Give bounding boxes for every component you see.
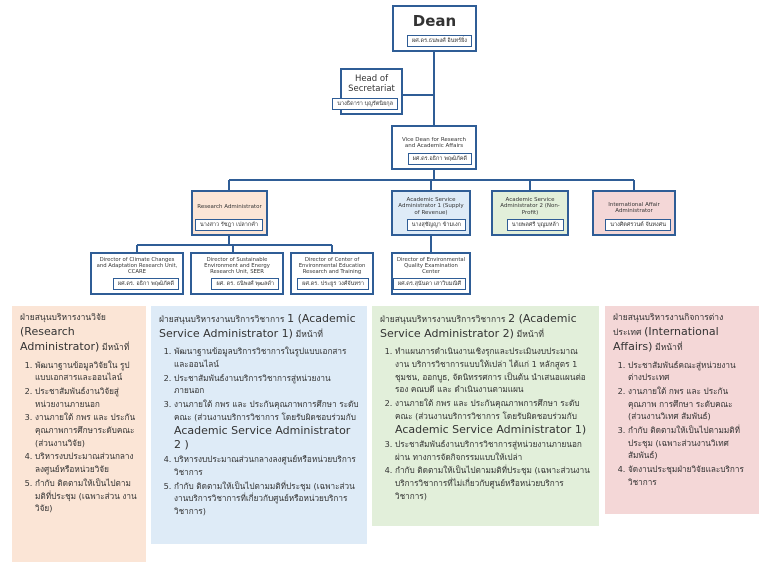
director-climate-name: ผศ.ดร. อธิกา พฤฒิภัคดี <box>112 278 179 290</box>
director-quality-title: Director of Environmental Quality Examin… <box>396 257 466 276</box>
list-item: กำกับ ติดตามให้เป็นไปตาม มติที่ประชุม (เ… <box>35 477 138 515</box>
intl-panel-heading-en: (International Affairs) <box>613 325 719 354</box>
research-panel-heading-suffix: มีหน้าที่ <box>101 343 130 354</box>
service-admin-1-title: Academic Service Administrator 1 (Supply… <box>398 197 464 216</box>
service1-panel-heading: ฝ่ายสนุนบริหารงานบริการวิชาการ 1 (Academ… <box>159 312 359 342</box>
vice-dean-name: ผศ.ดร.อธิกา พฤฒิภัคดี <box>407 153 472 165</box>
intl-panel: ฝ่ายสนุนบริหารงานกิจการต่างประเทศ (Inter… <box>605 306 759 514</box>
intl-panel-heading-suffix: มีหน้าที่ <box>655 343 683 354</box>
list-item: ทำแผนการดำเนินงานเชิงรุกและประเมินงบประม… <box>395 345 591 396</box>
vice-dean-box[interactable]: Vice Dean for Research and Academic Affa… <box>391 125 477 170</box>
service-admin-2-box[interactable]: Academic Service Administrator 2 (Non-Pr… <box>491 190 569 236</box>
list-item: ประชาสัมพันธ์คณะสู่หน่วยงาน ต่างประเทศ <box>628 359 751 384</box>
list-item: จัดงานประชุมฝ่ายวิจัยและบริการ วิชาการ <box>628 463 751 488</box>
secretariat-name: นางธิดารา บุญรัตนิยกุล <box>332 98 398 110</box>
director-seer-name: ผศ. ดร. ธนิพงศ์ พุฒลดำ <box>211 278 279 290</box>
list-item-en: Academic Service Administrator 2 ) <box>174 423 351 451</box>
list-item: พัฒนาฐานข้อมูลบริการวิชาการในรูปแบบเอกสา… <box>174 345 359 370</box>
service-admin-2-title: Academic Service Administrator 2 (Non-Pr… <box>500 197 560 216</box>
service1-panel-heading-suffix: มีหน้าที่ <box>295 330 324 341</box>
service-admin-1-box[interactable]: Academic Service Administrator 1 (Supply… <box>391 190 471 236</box>
list-item: ประชาสัมพันธ์งานบริการวิชาการสู่หน่วยงาน… <box>395 438 591 463</box>
vice-dean-title: Vice Dean for Research and Academic Affa… <box>401 137 467 150</box>
list-item-text: งานภายใต้ กพร และ ประกันคุณภาพการศึกษา ร… <box>174 399 359 422</box>
service2-panel-heading: ฝ่ายสนุนบริหารงานบริการวิชาการ 2 (Academ… <box>380 312 591 342</box>
intl-admin-name: นางศิตศรวนต์ จันทงศน <box>605 219 671 231</box>
secretariat-box[interactable]: Head of Secretariat นางธิดารา บุญรัตนิยก… <box>332 68 403 115</box>
list-item: บริหารงบประมาณส่วนกลางลงศูนย์หรือหน่วยบร… <box>174 453 359 478</box>
list-item: งานภายใต้ กพร และ ประกันคุณภาพการศึกษา ร… <box>174 398 359 452</box>
list-item: กำกับ ติดตามให้เป็นไปตามมติที่ประชุม (เฉ… <box>174 480 359 518</box>
director-seer-box[interactable]: Director of Sustainable Environment and … <box>190 252 284 295</box>
director-education-title: Director of Center of Environmental Educ… <box>298 257 366 276</box>
intl-admin-box[interactable]: International Affair Administrator นางศิ… <box>592 190 676 236</box>
service1-panel-heading-prefix: ฝ่ายสนุนบริหารงานบริการวิชาการ <box>159 315 285 325</box>
dean-title: Dean <box>412 12 457 30</box>
research-admin-title: Research Administrator <box>197 204 262 210</box>
service1-panel: ฝ่ายสนุนบริหารงานบริการวิชาการ 1 (Academ… <box>151 306 367 544</box>
research-panel-heading-prefix: ฝ่ายสนุนบริหารงานวิจัย <box>20 313 106 323</box>
secretariat-title: Head of Secretariat <box>348 74 395 94</box>
intl-panel-heading: ฝ่ายสนุนบริหารงานกิจการต่างประเทศ (Inter… <box>613 312 751 356</box>
service1-panel-heading-en: 1 (Academic Service Administrator 1) <box>159 312 356 341</box>
list-item: กำกับ ติดตามให้เป็นไปตามมติที่ ประชุม (เ… <box>628 424 751 462</box>
intl-admin-title: International Affair Administrator <box>608 202 660 215</box>
service1-duty-list: พัฒนาฐานข้อมูลบริการวิชาการในรูปแบบเอกสา… <box>159 345 359 517</box>
director-quality-box[interactable]: Director of Environmental Quality Examin… <box>391 252 471 295</box>
list-item: งานภายใต้ กพร และ ประกัน คุณภาพการศึกษาร… <box>35 411 138 449</box>
research-admin-name: นางสาว รัชฎา เปลากคำ <box>195 219 263 231</box>
list-item: พัฒนาฐานข้อมูลวิจัยใน รูปแบบเอกสารและออน… <box>35 359 138 384</box>
director-climate-box[interactable]: Director of Climate Changes and Adaptati… <box>90 252 184 295</box>
list-item: บริหารงบประมาณส่วนกลาง ลงศูนย์หรือหน่วยว… <box>35 450 138 475</box>
research-panel: ฝ่ายสนุนบริหารงานวิจัย (Research Adminis… <box>12 306 146 562</box>
list-item: กำกับ ติดตามให้เป็นไปตามมติที่ประชุม (เฉ… <box>395 464 591 502</box>
service2-panel-heading-suffix: มีหน้าที่ <box>516 330 545 341</box>
list-item-en: Academic Service Administrator 1) <box>395 422 587 436</box>
director-quality-name: ผศ.ดร.สุนันดา เสาวิบมณิศี <box>392 278 466 290</box>
director-education-name: ผศ.ดร. ประยูร วงศ์จันทรา <box>297 278 369 290</box>
research-panel-heading-en: (Research Administrator) <box>20 325 100 354</box>
director-climate-title: Director of Climate Changes and Adaptati… <box>96 257 178 276</box>
dean-name: ผศ.ดร.ธนพงศ์ อินทร์ยิ่ง <box>407 35 472 47</box>
director-education-box[interactable]: Director of Center of Environmental Educ… <box>290 252 374 295</box>
list-item: ประชาสัมพันธ์งานบริการวิชาการสู่หน่วยงาน… <box>174 372 359 397</box>
list-item: งานภายใต้ กพร และ ประกันคุณภาพการศึกษา ร… <box>395 397 591 437</box>
service2-panel: ฝ่ายสนุนบริหารงานบริการวิชาการ 2 (Academ… <box>372 306 599 526</box>
research-panel-heading: ฝ่ายสนุนบริหารงานวิจัย (Research Adminis… <box>20 312 138 356</box>
director-seer-title: Director of Sustainable Environment and … <box>204 257 270 276</box>
list-item: ประชาสัมพันธ์งานวิจัยสู่ หน่วยงานภายนอก <box>35 385 138 410</box>
intl-panel-heading-prefix: ฝ่ายสนุนบริหารงานกิจการต่างประเทศ <box>613 313 724 339</box>
list-item-text: งานภายใต้ กพร และ ประกันคุณภาพการศึกษา ร… <box>395 398 580 421</box>
service2-panel-heading-en: 2 (Academic Service Administrator 2) <box>380 312 577 341</box>
research-admin-box[interactable]: Research Administrator นางสาว รัชฎา เปลา… <box>191 190 268 236</box>
dean-box[interactable]: Dean ผศ.ดร.ธนพงศ์ อินทร์ยิ่ง <box>392 5 477 52</box>
research-duty-list: พัฒนาฐานข้อมูลวิจัยใน รูปแบบเอกสารและออน… <box>20 359 138 515</box>
service-admin-1-name: นางสุชัญญา ข้ามเงก <box>406 219 466 231</box>
service-admin-2-name: นายพลศรี บุญมหล้า <box>506 219 564 231</box>
service2-duty-list: ทำแผนการดำเนินงานเชิงรุกและประเมินงบประม… <box>380 345 591 502</box>
list-item: งานภายใต้ กพร และ ประกันคุณภาพ การศึกษา … <box>628 385 751 423</box>
service2-panel-heading-prefix: ฝ่ายสนุนบริหารงานบริการวิชาการ <box>380 315 506 325</box>
intl-duty-list: ประชาสัมพันธ์คณะสู่หน่วยงาน ต่างประเทศ ง… <box>613 359 751 489</box>
